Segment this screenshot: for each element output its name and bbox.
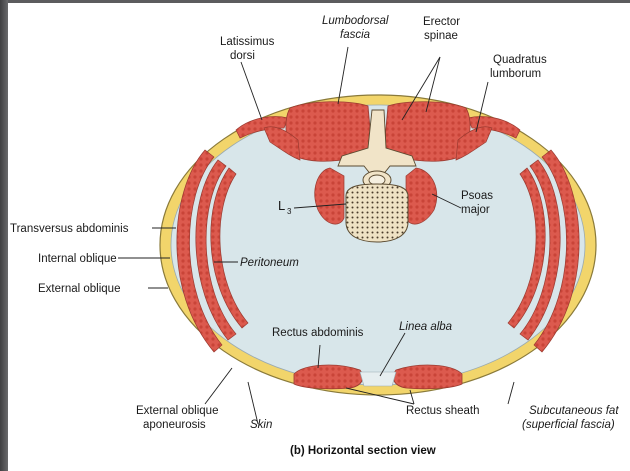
label-skin: Skin — [250, 419, 272, 431]
label-transversus-abdominis: Transversus abdominis — [10, 223, 129, 235]
linea-alba — [360, 372, 396, 386]
label-rectus-abdominis: Rectus abdominis — [272, 327, 364, 339]
label-external-oblique: External oblique — [38, 283, 120, 295]
label-lumbodorsal-line2: fascia — [340, 29, 370, 41]
label-ext-oblique-apo-line2: aponeurosis — [143, 419, 206, 431]
label-latissimus-line1: Latissimus — [220, 36, 275, 48]
label-lumbodorsal-line1: Lumbodorsal — [322, 15, 389, 27]
label-ext-oblique-apo-line1: External oblique — [136, 405, 218, 417]
rectus-abdominis-left — [294, 365, 363, 389]
label-vertebra-L: L — [278, 198, 285, 213]
label-psoas-line2: major — [461, 204, 490, 216]
label-erector-line1: Erector — [423, 16, 460, 28]
label-subcutaneous-line2: (superficial fascia) — [522, 419, 615, 431]
label-peritoneum: Peritoneum — [240, 257, 299, 269]
figure-caption: (b) Horizontal section view — [290, 445, 436, 457]
label-vertebra-sub: 3 — [287, 207, 292, 216]
label-quadratus-line2: lumborum — [490, 68, 541, 80]
label-subcutaneous-line1: Subcutaneous fat — [529, 405, 619, 417]
label-quadratus-line1: Quadratus — [493, 54, 547, 66]
label-psoas-line1: Psoas — [461, 190, 493, 202]
label-latissimus-line2: dorsi — [230, 50, 255, 62]
rectus-abdominis-right — [393, 365, 462, 389]
label-internal-oblique: Internal oblique — [38, 253, 117, 265]
label-erector-line2: spinae — [424, 30, 458, 42]
label-linea-alba: Linea alba — [399, 321, 452, 333]
label-rectus-sheath: Rectus sheath — [406, 405, 480, 417]
